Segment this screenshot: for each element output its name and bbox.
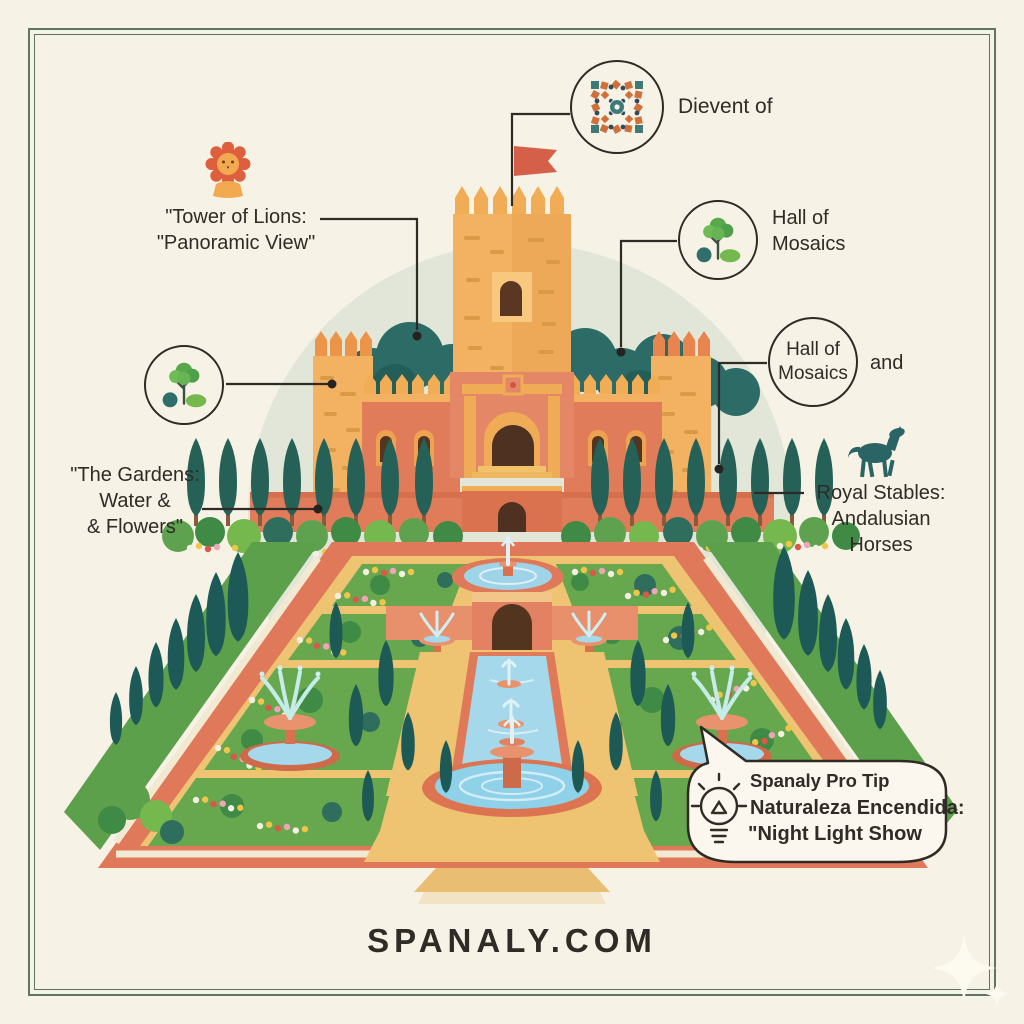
sparkle-icon [932,934,1008,1006]
cypress-row [187,438,833,526]
mosaic-tile-icon [590,79,643,134]
tree-icon [162,362,207,408]
connector-lines [202,112,804,511]
horse-icon [848,426,905,478]
lion-icon [205,141,251,198]
pro-tip-content: Spanaly Pro Tip Naturaleza Encendida: "N… [688,762,965,862]
large-fountain-left [240,665,340,771]
upper-fountain [452,536,564,596]
pro-tip-title: Spanaly Pro Tip [750,770,890,791]
hall-of-mosaics-icon-circle [678,200,758,280]
palace-gate [450,372,574,478]
small-fountain-left [419,610,455,652]
hall-of-mosaics-label: Hall of Mosaics [772,205,845,257]
pro-tip-line3: "Night Light Show [748,823,922,845]
site-footer: SPANALY.COM [367,922,657,959]
hall-of-mosaics-circle-label: Hall of Mosaics [778,339,848,384]
gardens-icon-circle [144,345,224,425]
hall-of-mosaics-text-circle: Hall of Mosaics [768,317,858,407]
lion-icon-wrap [202,141,254,207]
flag-icon [514,146,557,176]
horse-icon-wrap [843,424,909,487]
main-fountain [364,716,660,862]
hall-of-mosaics-line2: Mosaics [772,233,846,255]
small-fountain-right [571,610,607,652]
gardens-label: "The Gardens: Water & & Flowers" [70,464,200,538]
garden-gate [386,592,638,650]
front-apron [414,868,610,892]
hedge-row [162,517,860,558]
lightbulb-icon [690,772,748,844]
hall-of-mosaics-line1: Hall of [772,207,829,229]
conjunction-label: and [870,352,904,374]
connector-dots [313,331,724,514]
mosaic-detail-circle [570,60,664,154]
tower-of-lions-label: "Tower of Lions: "Panoramic View" [156,206,316,254]
pro-tip-bubble [686,725,948,864]
royal-stables-label: Royal Stables: Andalusian Horses [816,482,946,556]
tree-icon [696,217,741,263]
central-tower [453,186,571,386]
pro-tip-line2: Naturaleza Encendida: [750,797,965,819]
mosaic-detail-label: Dievent of [678,95,773,118]
